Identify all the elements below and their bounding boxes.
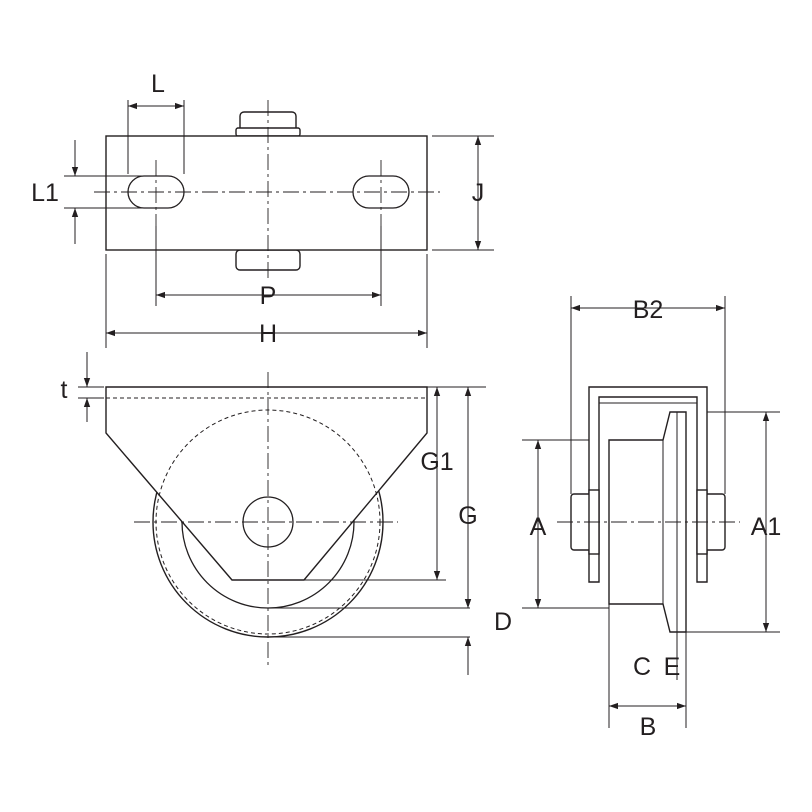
dimensions xyxy=(64,100,780,728)
top-view xyxy=(94,100,440,280)
label-H: H xyxy=(259,320,277,348)
label-G1: G1 xyxy=(420,448,453,476)
label-G: G xyxy=(458,502,477,530)
side-view xyxy=(557,386,740,633)
label-E: E xyxy=(664,653,681,681)
front-view xyxy=(105,372,470,665)
label-B2: B2 xyxy=(633,296,664,324)
label-A: A xyxy=(530,513,547,541)
label-A1: A1 xyxy=(751,513,782,541)
label-B: B xyxy=(640,713,657,741)
label-C: C xyxy=(633,653,651,681)
dimension-labels: L L1 J P H t G1 G D B2 A A1 C E B xyxy=(31,70,781,741)
mounting-plate xyxy=(105,135,428,251)
label-J: J xyxy=(472,179,485,207)
label-L: L xyxy=(151,70,165,98)
label-L1: L1 xyxy=(31,179,59,207)
label-P: P xyxy=(260,282,277,310)
label-D: D xyxy=(494,608,512,636)
label-t: t xyxy=(61,376,68,404)
